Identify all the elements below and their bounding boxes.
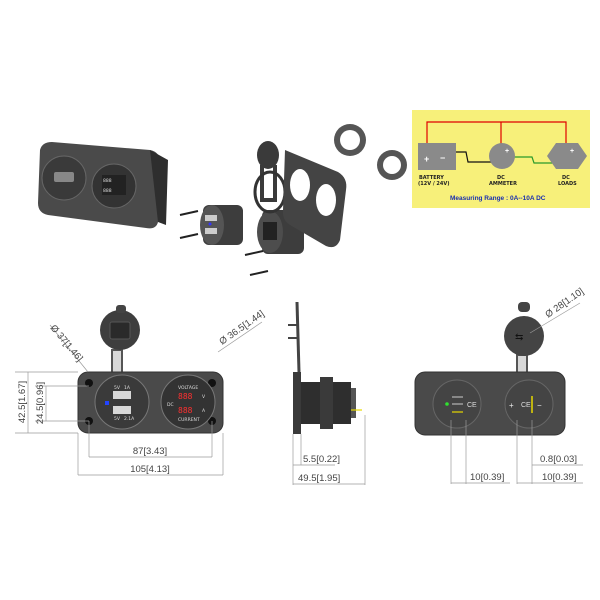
- svg-text:+: +: [570, 148, 574, 155]
- usb-socket-part: [200, 205, 243, 245]
- svg-text:+: +: [424, 154, 429, 164]
- svg-text:(12V / 24V): (12V / 24V): [418, 181, 450, 187]
- svg-text:DC: DC: [167, 402, 174, 408]
- svg-text:5V: 5V: [114, 385, 121, 391]
- svg-text:1A: 1A: [124, 385, 131, 391]
- svg-text:888: 888: [103, 178, 112, 184]
- ammeter-symbol: [489, 143, 515, 169]
- battery-symbol: [418, 143, 456, 170]
- svg-text:10[0.39]: 10[0.39]: [470, 472, 504, 483]
- svg-text:−: −: [537, 401, 542, 410]
- svg-text:V: V: [202, 394, 206, 400]
- svg-text:CE: CE: [521, 402, 531, 409]
- exploded-parts-photo: [179, 124, 407, 276]
- svg-text:888: 888: [178, 406, 193, 415]
- svg-text:LOADS: LOADS: [558, 181, 577, 187]
- svg-text:5V: 5V: [114, 416, 121, 422]
- wiring-diagram: + − + + BATTERY (12V / 24V) DC AMMETER D…: [412, 110, 590, 208]
- svg-text:42.5[1.67]: 42.5[1.67]: [17, 381, 28, 423]
- svg-text:Ø 36.5[1.44]: Ø 36.5[1.44]: [217, 308, 266, 347]
- svg-text:AMMETER: AMMETER: [489, 181, 517, 187]
- svg-text:+: +: [509, 401, 514, 410]
- svg-text:CE: CE: [467, 402, 477, 409]
- lock-nut-part: [377, 150, 407, 180]
- svg-text:49.5[1.95]: 49.5[1.95]: [298, 473, 340, 484]
- dc-loads-symbol: [547, 143, 587, 169]
- svg-text:10[0.39]: 10[0.39]: [542, 472, 576, 483]
- side-view: 5.5[0.22] 49.5[1.95]: [288, 301, 366, 485]
- svg-text:DC: DC: [562, 175, 570, 181]
- svg-text:0.8[0.03]: 0.8[0.03]: [540, 454, 577, 465]
- svg-text:−: −: [440, 153, 445, 163]
- svg-text:Measuring Range : 0A--10A DC: Measuring Range : 0A--10A DC: [450, 195, 546, 202]
- screw-part: [179, 210, 269, 276]
- front-view: 5V 1A 5V 2.1A VOLTAGE CURRENT DC 888 888…: [15, 305, 267, 476]
- svg-text:DC: DC: [497, 175, 505, 181]
- lock-nut-part: [334, 124, 366, 156]
- svg-text:24.5[0.96]: 24.5[0.96]: [35, 382, 46, 424]
- rubber-cap-part: [253, 141, 287, 214]
- svg-text:888: 888: [178, 392, 193, 401]
- svg-text:VOLTAGE: VOLTAGE: [178, 385, 198, 391]
- svg-text:BATTERY: BATTERY: [419, 175, 444, 181]
- svg-text:+: +: [505, 148, 509, 155]
- svg-text:5.5[0.22]: 5.5[0.22]: [303, 454, 340, 465]
- svg-text:105[4.13]: 105[4.13]: [130, 464, 170, 475]
- assembled-panel-photo: 888 888: [38, 142, 168, 229]
- led-indicator: [105, 401, 109, 405]
- svg-text:888: 888: [103, 188, 112, 194]
- svg-text:Ø 37[1.46]: Ø 37[1.46]: [48, 323, 85, 364]
- svg-text:A: A: [202, 408, 206, 414]
- svg-text:87[3.43]: 87[3.43]: [133, 446, 167, 457]
- svg-text:CURRENT: CURRENT: [178, 417, 200, 423]
- svg-text:2.1A: 2.1A: [124, 416, 135, 422]
- rear-view: ⇆ CE CE + − 0.8[0.03] 10[0.39] 10[0.39] …: [414, 286, 586, 484]
- mounting-plate-part: [282, 150, 347, 248]
- usb-icon: ⇆: [515, 332, 523, 343]
